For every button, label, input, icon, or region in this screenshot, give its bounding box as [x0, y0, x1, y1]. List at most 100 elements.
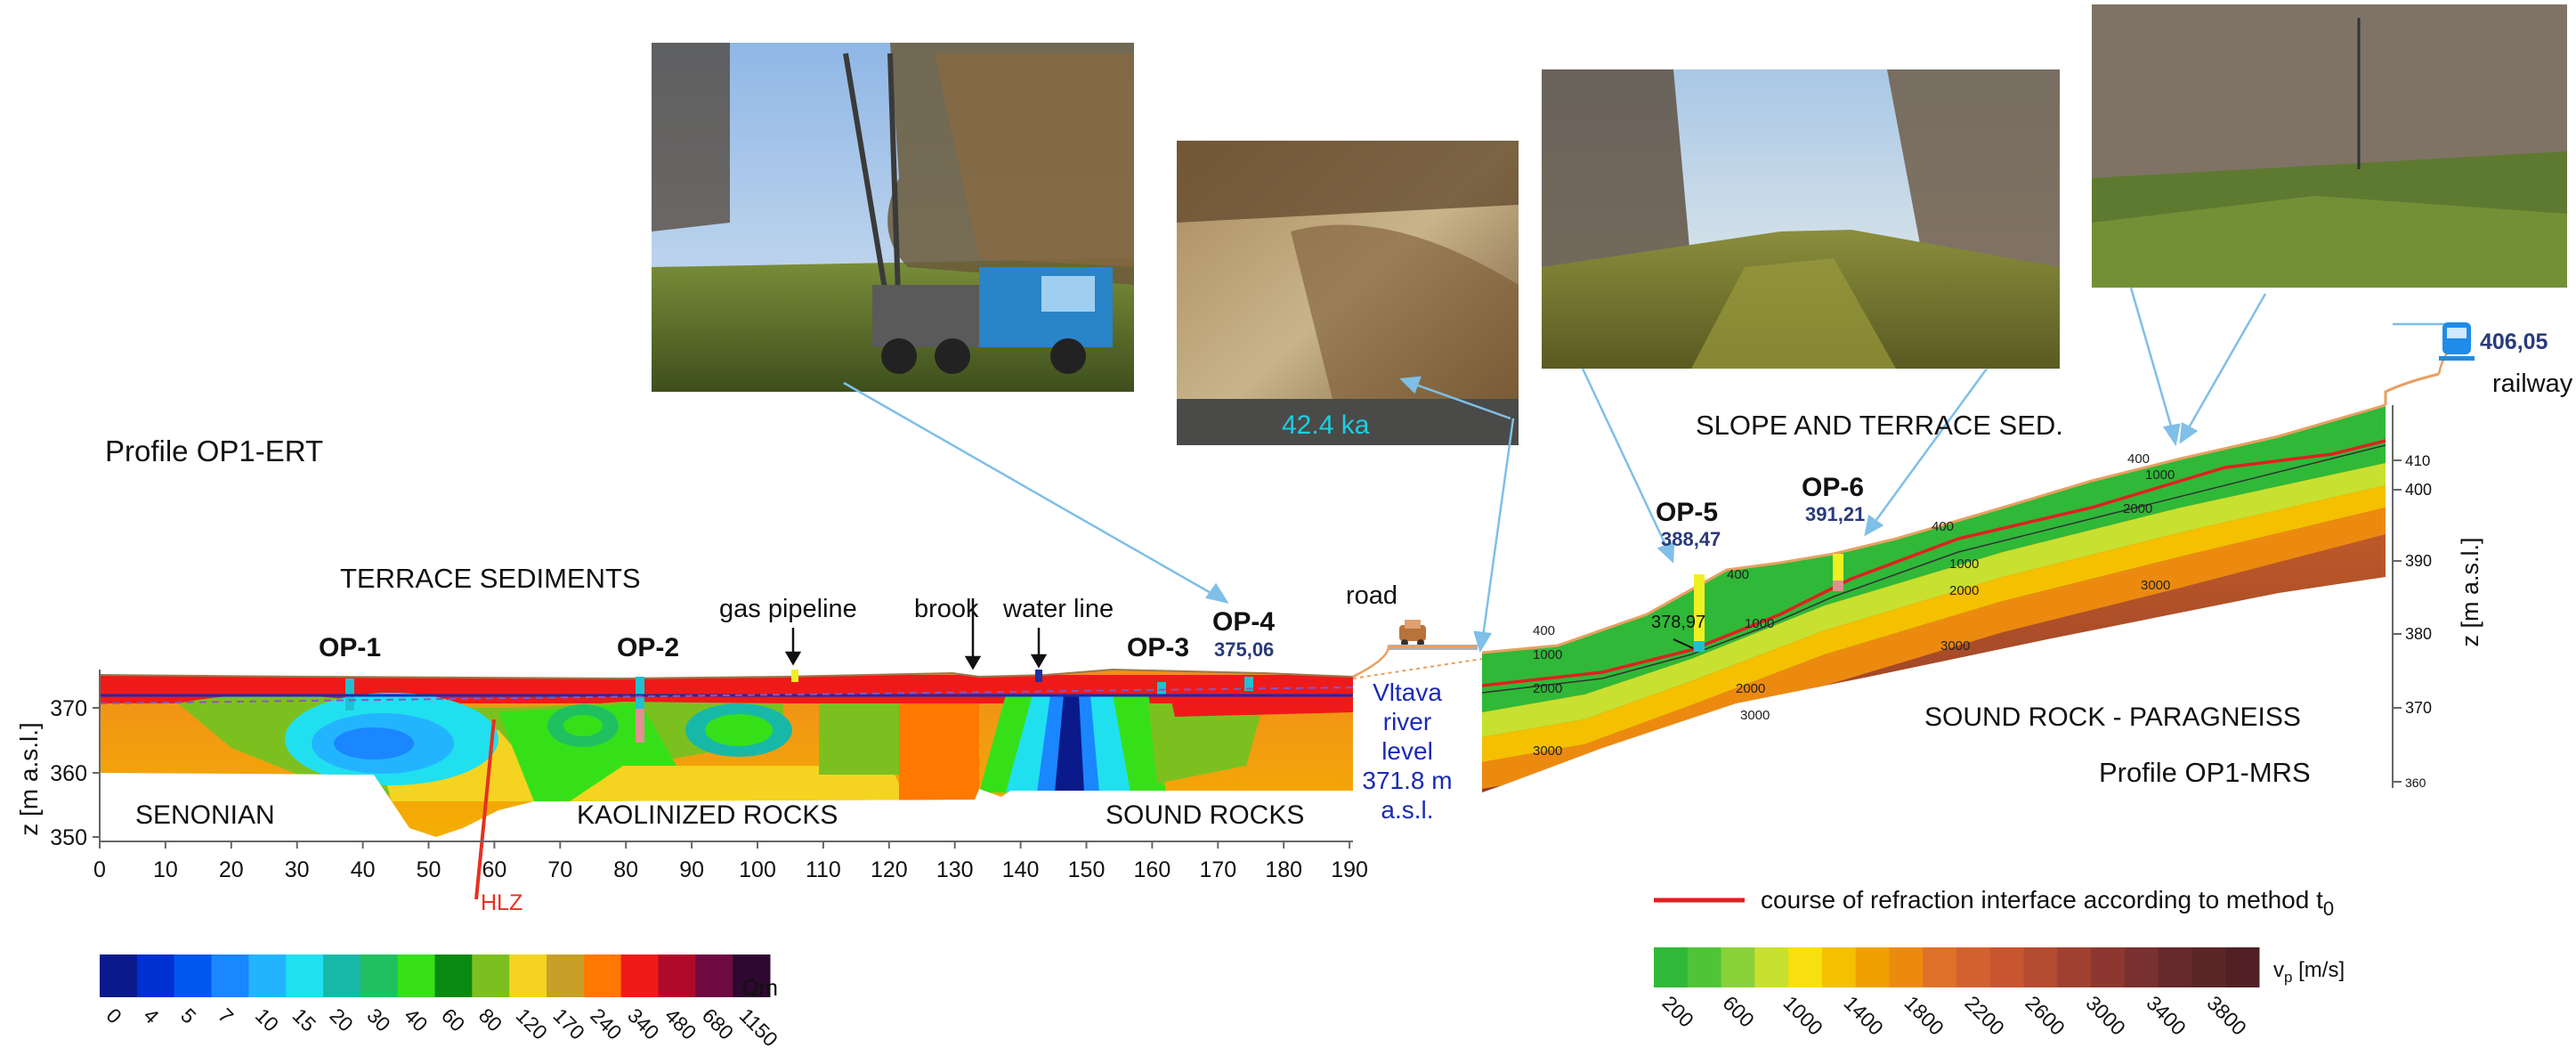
svg-text:3000: 3000: [1740, 708, 1770, 723]
ert-colorscale-tick: 20: [325, 1003, 357, 1036]
mrs-colorscale-swatch: [2225, 947, 2260, 987]
ert-colorscale-tick: 240: [586, 1003, 627, 1044]
mrs-colorscale-swatch: [1923, 947, 1957, 987]
river-level-line-1: Vltava: [1373, 678, 1442, 706]
mrs-colorscale-tick: 3000: [2081, 991, 2130, 1040]
ert-colorscale-swatch: [695, 954, 733, 997]
mrs-zone-bottom-label: SOUND ROCK - PARAGNEISS: [1924, 703, 2301, 732]
ert-colorscale-swatch: [100, 954, 138, 997]
mrs-colorscale-tick: 2600: [2021, 991, 2070, 1040]
ert-x-tick-label: 80: [613, 857, 638, 882]
ert-profile: Profile OP1-ERT TERRACE SEDIMENTS: [15, 435, 1483, 1052]
feature-pointer-arrows: [784, 598, 1048, 670]
photo-age-label: 42.4 ka: [1282, 410, 1370, 440]
ert-colorscale-tick: 480: [660, 1003, 701, 1044]
refraction-legend-label: course of refraction interface according…: [1761, 886, 2334, 920]
borehole-op6-label: OP-6: [1802, 473, 1864, 502]
river-level-annotation: Vltava river level 371.8 m a.s.l.: [1362, 678, 1452, 824]
ert-colorscale-swatch: [397, 954, 435, 997]
railway-label: railway: [2492, 370, 2573, 398]
railway-icon: [2439, 322, 2475, 361]
ert-y-tick-label: 350: [50, 825, 87, 850]
mrs-colorscale-swatch: [1754, 947, 1789, 987]
ert-x-tick-label: 20: [219, 857, 244, 882]
ert-colorscale-swatch: [434, 954, 473, 997]
mrs-colorscale-swatch: [1956, 947, 1991, 987]
mrs-borehole-labels: OP-5 388,47 OP-6 391,21: [1656, 473, 1865, 550]
svg-text:1000: 1000: [1949, 556, 1979, 572]
svg-text:2000: 2000: [1736, 681, 1765, 696]
svg-text:1000: 1000: [1745, 616, 1774, 631]
ert-y-tick-label: 360: [50, 761, 87, 786]
unit-kaolinized-label: KAOLINIZED ROCKS: [577, 800, 838, 830]
ert-x-tick-label: 70: [547, 857, 572, 882]
svg-text:3000: 3000: [1533, 743, 1562, 759]
refraction-legend: course of refraction interface according…: [1654, 886, 2334, 920]
photo-soil-profile: 42.4 ka: [1177, 141, 1519, 445]
ert-colorscale-tick: 7: [214, 1003, 238, 1028]
ert-colorscale-swatch: [472, 954, 510, 997]
ert-x-tick-label: 140: [1002, 857, 1040, 882]
river-level-line-4: 371.8 m: [1362, 767, 1452, 794]
svg-text:400: 400: [1932, 519, 1954, 534]
mrs-colorscale-swatch: [1788, 947, 1823, 987]
svg-text:3000: 3000: [2141, 578, 2170, 593]
svg-text:400: 400: [1533, 623, 1555, 638]
photo-meadow-valley: [1542, 69, 2060, 369]
svg-text:1000: 1000: [2145, 467, 2175, 483]
ert-colorscale-tick: 340: [623, 1003, 664, 1044]
ert-colorscale-unit: Ωm: [741, 974, 778, 1001]
ert-feature-labels: gas pipeline brook water line road: [719, 581, 1397, 623]
ert-colorscale-tick: 120: [512, 1003, 553, 1044]
borehole-op1-label: OP-1: [319, 633, 381, 662]
ert-x-tick-label: 100: [739, 857, 776, 882]
ert-zone-label: TERRACE SEDIMENTS: [340, 563, 641, 594]
mrs-colorscale-swatch: [1821, 947, 1857, 987]
mrs-profile-title: Profile OP1-MRS: [2099, 757, 2311, 788]
mrs-colorscale-swatch: [2057, 947, 2092, 987]
ert-x-tick-label: 90: [679, 857, 704, 882]
mrs-colorscale-tick: 3400: [2142, 991, 2191, 1040]
mrs-y-tick-label: 400: [2405, 481, 2432, 499]
borehole-op5-label: OP-5: [1656, 498, 1718, 527]
ert-x-tick-label: 130: [936, 857, 974, 882]
ert-x-tick-label: 150: [1068, 857, 1106, 882]
river-level-line-3: level: [1381, 737, 1433, 765]
ert-colorscale-tick: 5: [176, 1003, 200, 1028]
ert-colorscale-swatch: [360, 954, 399, 997]
mrs-y-tick-label: 390: [2405, 552, 2432, 570]
svg-text:1000: 1000: [1533, 647, 1562, 662]
ert-x-tick-label: 0: [93, 857, 106, 882]
ert-colorscale-tick: 40: [400, 1003, 432, 1036]
mrs-y-tick-label: 380: [2405, 625, 2432, 643]
borehole-op4-elev: 375,06: [1214, 638, 1274, 661]
borehole-op6-elev: 391,21: [1805, 503, 1865, 525]
mrs-contour-labels: 400 400 400 400 1000 1000 1000 1000 2000…: [1533, 451, 2175, 759]
mrs-y-tick-label: 410: [2405, 452, 2430, 469]
mrs-ground-surface: [1481, 403, 2386, 654]
ert-colorscale-swatch: [211, 954, 249, 997]
ert-colorscale-swatch: [509, 954, 547, 997]
ert-x-tick-label: 120: [871, 857, 908, 882]
ert-borehole-labels: OP-1 OP-2 OP-3 OP-4 375,06: [319, 607, 1275, 662]
water-line-label: water line: [1002, 595, 1114, 623]
ert-fault-label: HLZ: [481, 890, 522, 915]
railway-elev: 406,05: [2480, 329, 2548, 354]
ert-x-tick-label: 30: [285, 857, 310, 882]
mrs-y-axis-label: z [m a.s.l.]: [2457, 537, 2483, 646]
photo-forest-slope: [2092, 4, 2567, 288]
ert-x-tick-label: 180: [1265, 857, 1302, 882]
mrs-colorscale-tick: 1800: [1900, 991, 1948, 1040]
mrs-colorscale-tick: 2200: [1960, 991, 2009, 1040]
ert-fault-line: [474, 719, 496, 900]
svg-text:2000: 2000: [1949, 583, 1979, 598]
photo-link-arrows: [843, 287, 2457, 654]
ert-colorscale-swatch: [547, 954, 585, 997]
mrs-colorscale-swatch: [2091, 947, 2126, 987]
svg-text:400: 400: [2127, 451, 2150, 467]
ert-colorscale-swatch: [248, 954, 287, 997]
svg-text:2000: 2000: [2123, 501, 2152, 516]
